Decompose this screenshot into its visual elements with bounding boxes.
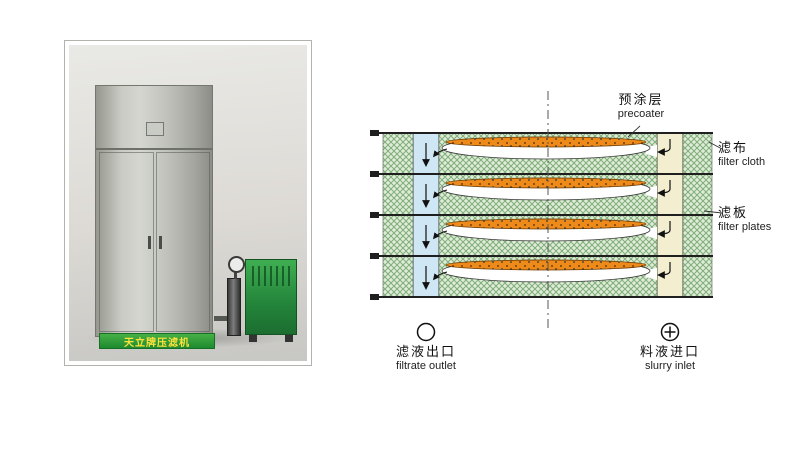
- cabinet-emblem: [146, 122, 164, 136]
- filter-plates-leader-line: [703, 210, 723, 214]
- precoater-label-cn: 预涂层: [618, 92, 664, 107]
- filter-press-diagram: [370, 91, 723, 342]
- pump-column: [227, 278, 241, 336]
- slurry-inlet-label-en: slurry inlet: [644, 360, 696, 372]
- door-handle-left: [148, 236, 151, 249]
- pump-grille: [252, 266, 290, 286]
- machine-cabinet: [95, 85, 213, 337]
- machine-name-text: 天立牌压滤机: [124, 337, 190, 349]
- slurry-inlet-label: 料液进口 slurry inlet: [627, 344, 713, 374]
- filter-plates-label: 滤板 filter plates: [718, 205, 798, 235]
- cabinet-top-section: [96, 86, 212, 150]
- pressure-gauge-icon: [228, 256, 245, 273]
- filter-press-photo: 天立牌压滤机: [69, 45, 307, 361]
- filtrate-outlet-icon: [416, 322, 436, 342]
- filtrate-outlet-label-en: filtrate outlet: [396, 360, 456, 372]
- precoater-leader-line: [627, 125, 641, 138]
- filter-plates-label-cn: 滤板: [718, 205, 749, 220]
- hydraulic-pump-unit: [245, 259, 297, 335]
- filter-plates-label-en: filter plates: [718, 221, 772, 233]
- plate-edge-lines: [376, 132, 713, 298]
- machine-name-plate: 天立牌压滤机: [99, 333, 215, 349]
- product-photo-frame: 天立牌压滤机: [64, 40, 312, 366]
- gauge-stem: [234, 271, 237, 279]
- cabinet-door-right: [156, 152, 210, 332]
- filter-cloth-label-en: filter cloth: [718, 156, 766, 168]
- plate-lug-nubs: [370, 130, 379, 300]
- pump-leg: [285, 335, 293, 342]
- cabinet-door-left: [99, 152, 154, 332]
- pump-leg: [249, 335, 257, 342]
- precoater-label: 预涂层 precoater: [598, 92, 684, 122]
- filtrate-outlet-label-cn: 滤液出口: [395, 344, 456, 359]
- precoater-label-en: precoater: [617, 108, 665, 120]
- filter-cloth-label-cn: 滤布: [718, 140, 749, 155]
- door-handle-right: [159, 236, 162, 249]
- slurry-inlet-icon: [660, 322, 680, 342]
- slurry-inlet-label-cn: 料液进口: [639, 344, 700, 359]
- filtrate-outlet-label: 滤液出口 filtrate outlet: [383, 344, 469, 374]
- filter-cloth-leader-line: [708, 141, 723, 150]
- pump-pipe: [214, 316, 229, 321]
- filter-cloth-label: 滤布 filter cloth: [718, 140, 794, 170]
